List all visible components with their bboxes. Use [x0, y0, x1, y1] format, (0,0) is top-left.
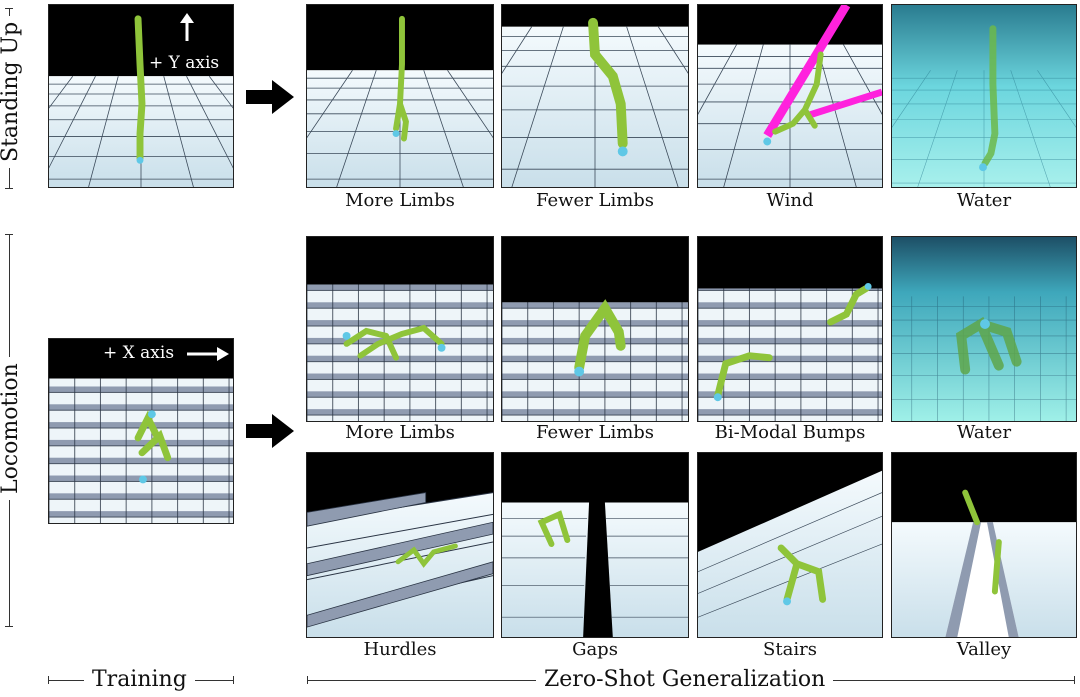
caption-locomotion-water: Water	[956, 422, 1012, 443]
caption-locomotion-fewer-limbs: Fewer Limbs	[535, 422, 655, 443]
locomotion-gaps-panel	[501, 452, 689, 638]
caption-standing-more-limbs: More Limbs	[345, 190, 455, 211]
standing-fewer-limbs-panel	[501, 4, 689, 188]
caption-locomotion-bimodal-bumps: Bi-Modal Bumps	[714, 422, 866, 443]
standing-axis-label: + Y axis	[149, 53, 220, 73]
footer-training: Training	[84, 667, 195, 692]
caption-standing-wind: Wind	[766, 190, 814, 211]
locomotion-bimodal-bumps-panel	[697, 236, 883, 422]
standing-wind-panel	[697, 4, 883, 188]
caption-standing-fewer-limbs: Fewer Limbs	[535, 190, 655, 211]
locomotion-axis-label: + X axis	[103, 343, 175, 363]
zero-shot-bracket-right	[1074, 676, 1075, 684]
caption-valley: Valley	[956, 639, 1012, 660]
standing-bracket-bottom	[5, 188, 13, 189]
arrow-right-icon	[246, 414, 294, 448]
locomotion-hurdles-panel	[306, 452, 494, 638]
caption-stairs: Stairs	[763, 639, 817, 660]
training-locomotion-panel: + X axis	[48, 338, 234, 524]
training-standing-panel: + Y axis	[48, 4, 234, 188]
arrow-up-icon	[180, 13, 194, 41]
footer-zero-shot: Zero-Shot Generalization	[536, 667, 834, 692]
caption-hurdles: Hurdles	[363, 639, 437, 660]
caption-gaps: Gaps	[572, 639, 618, 660]
standing-more-limbs-panel	[306, 4, 494, 188]
row-label-locomotion: Locomotion	[0, 357, 23, 500]
locomotion-stairs-panel	[697, 452, 883, 638]
arrow-right-icon	[246, 80, 294, 114]
locomotion-fewer-limbs-panel	[501, 236, 689, 422]
locomotion-valley-panel	[891, 452, 1077, 638]
locomotion-bracket-bottom	[5, 626, 13, 627]
training-bracket-right	[233, 676, 234, 684]
arrow-right-icon	[187, 347, 229, 361]
row-label-standing-up: Standing Up	[0, 15, 23, 168]
locomotion-water-panel	[891, 236, 1077, 422]
standing-water-panel	[891, 4, 1077, 188]
caption-standing-water: Water	[956, 190, 1012, 211]
locomotion-more-limbs-panel	[306, 236, 494, 422]
caption-locomotion-more-limbs: More Limbs	[345, 422, 455, 443]
